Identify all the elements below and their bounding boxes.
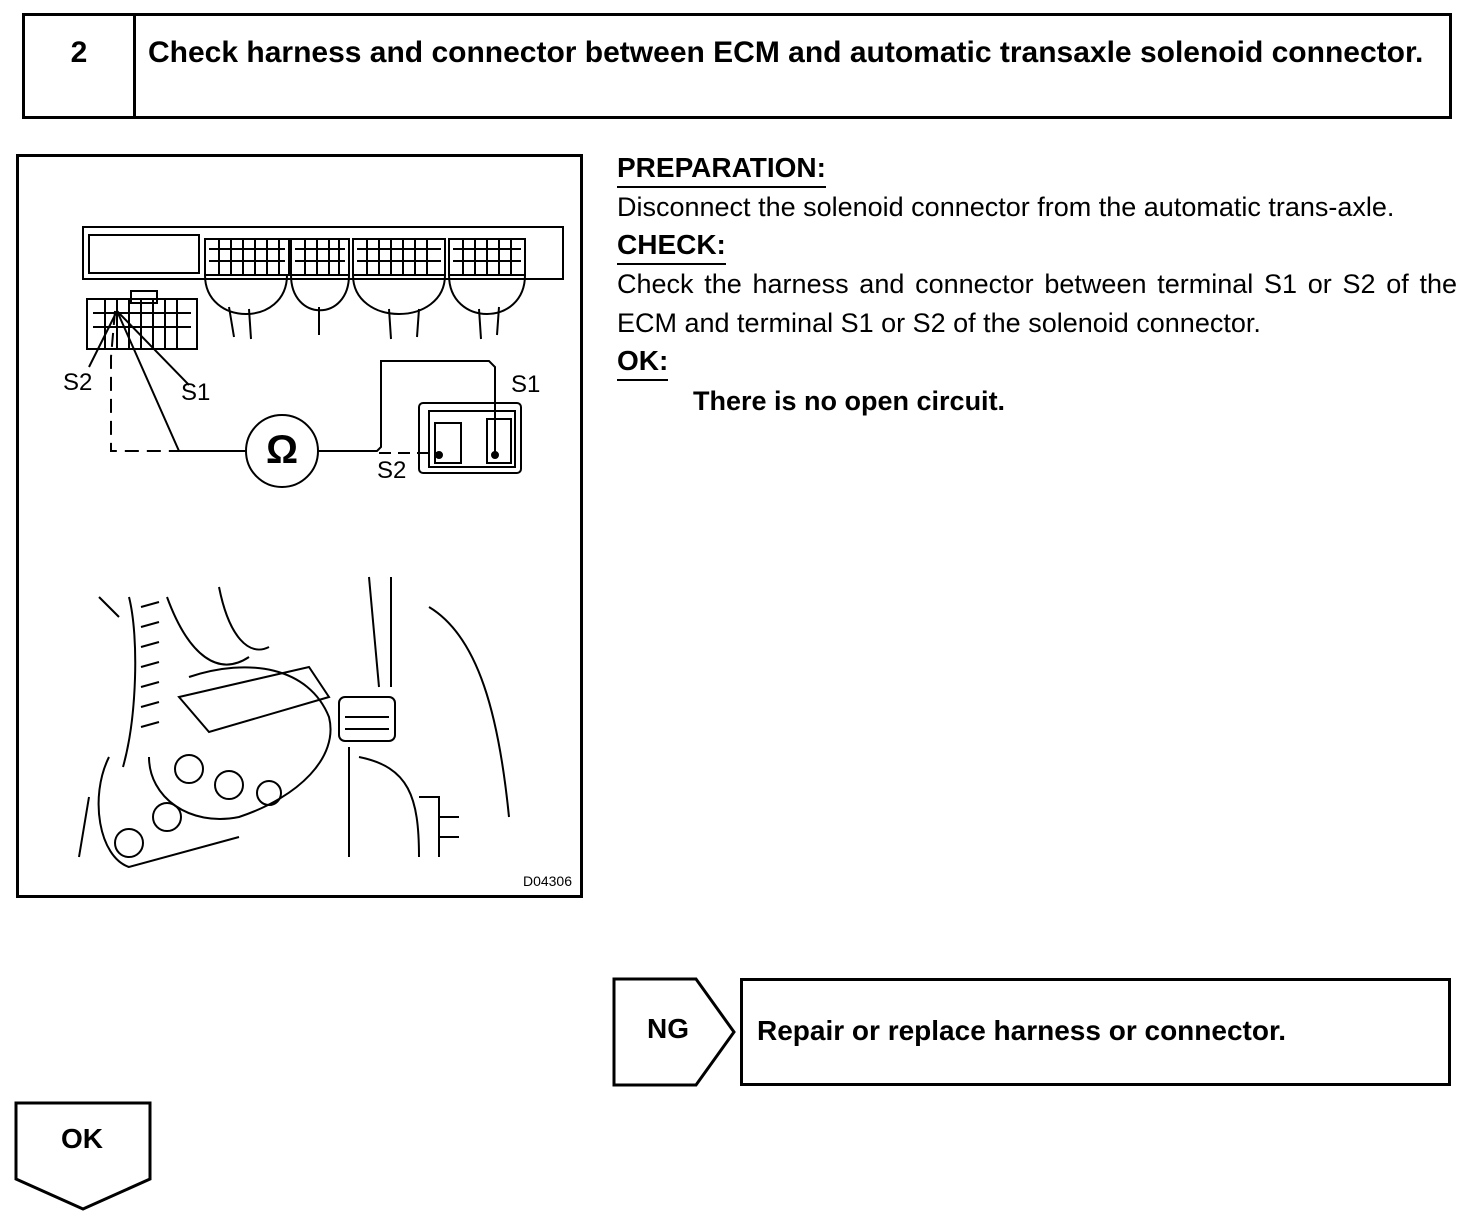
preparation-heading: PREPARATION: <box>617 150 826 188</box>
step-title: Check harness and connector between ECM … <box>148 36 1424 69</box>
ecm-s1-label: S1 <box>181 379 211 406</box>
ng-arrow-shape <box>612 977 736 1087</box>
figure-id: D04306 <box>522 873 572 889</box>
s2-lead-dashed <box>110 310 179 452</box>
transaxle-sketch <box>78 576 510 869</box>
ok-heading: OK: <box>617 343 669 381</box>
instructions: PREPARATION: Disconnect the solenoid con… <box>617 150 1457 421</box>
ng-action-box: Repair or replace harness or connector. <box>740 978 1451 1086</box>
ecm-connector-body <box>82 226 564 280</box>
preparation-text: Disconnect the solenoid connector from t… <box>617 192 1395 222</box>
ok-result-text: There is no open circuit. <box>693 386 1006 416</box>
ecm-s2-label: S2 <box>63 369 93 396</box>
check-text: Check the harness and connector between … <box>617 269 1457 338</box>
solenoid-s1-label: S1 <box>511 371 541 398</box>
ecm-pin-block-2 <box>290 238 350 276</box>
ecm-pin-block-3 <box>352 238 446 276</box>
ohm-symbol: Ω <box>265 428 299 472</box>
ok-branch-tag: OK <box>14 1101 154 1213</box>
wiring-illustration: S2 S1 S1 S2 Ω D04306 <box>16 154 583 898</box>
ok-label: OK <box>61 1123 103 1154</box>
s1-lead <box>116 310 247 452</box>
step-number: 2 <box>25 16 136 116</box>
step-header: 2 Check harness and connector between EC… <box>22 13 1452 119</box>
ohmmeter-lead <box>318 360 496 455</box>
ng-label: NG <box>647 1013 689 1044</box>
ng-branch-tag: NG <box>612 977 738 1087</box>
check-heading: CHECK: <box>617 227 726 265</box>
ecm-pin-block-4 <box>448 238 526 276</box>
solenoid-connector <box>418 402 522 474</box>
ok-arrow-shape <box>14 1101 152 1211</box>
ecm-pin-block-1 <box>204 238 290 276</box>
solenoid-s2-label: S2 <box>377 457 407 484</box>
connector-diagram <box>78 226 564 869</box>
